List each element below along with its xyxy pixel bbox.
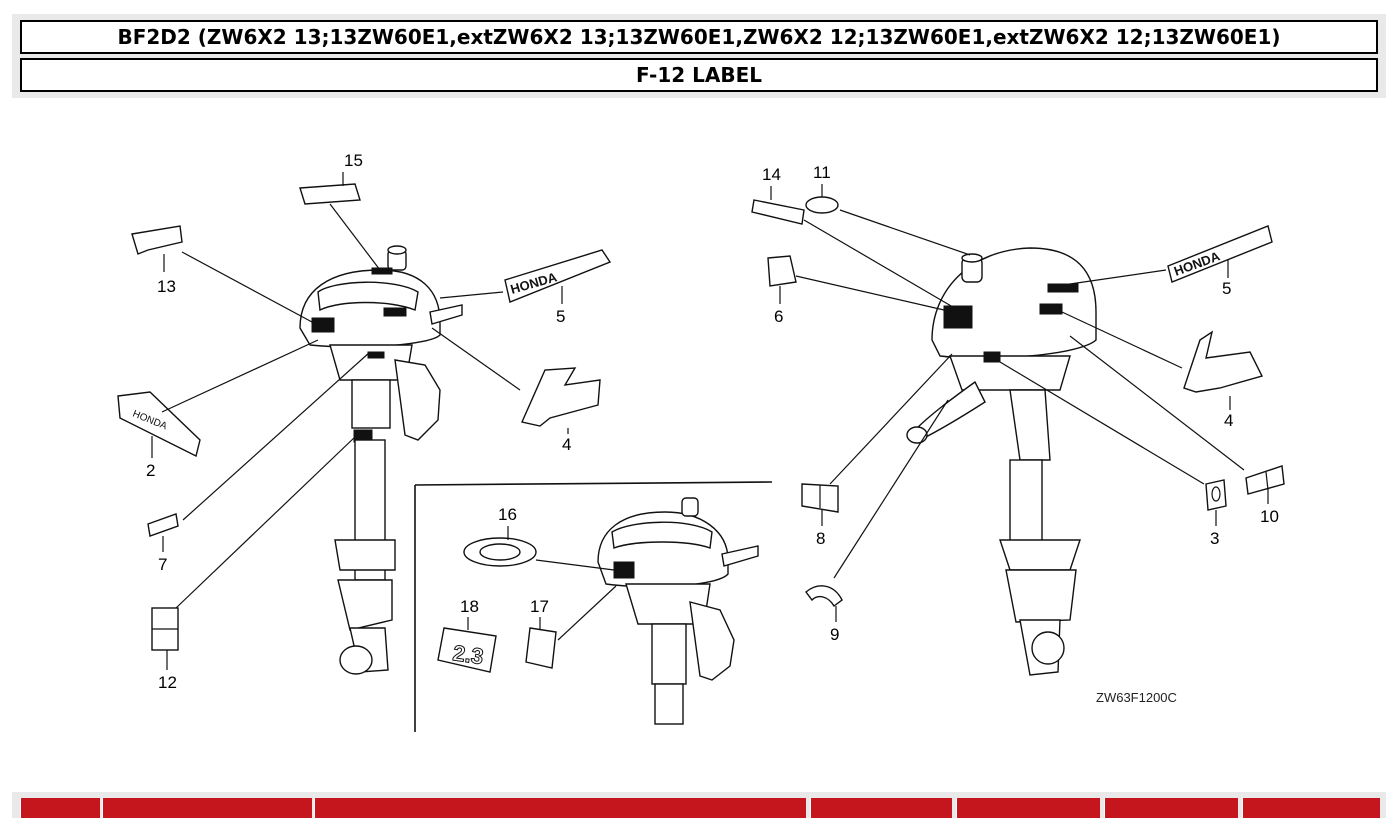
inset-decal-17: 17 xyxy=(525,585,617,669)
left-decal-5-honda: HONDA 5 xyxy=(439,249,612,326)
model-decal-text: 2.3 xyxy=(451,640,485,669)
column-header-1 xyxy=(20,798,100,818)
column-header-6 xyxy=(1104,798,1238,818)
honda-decal-text-right: HONDA xyxy=(1172,248,1222,279)
section-title: F-12 LABEL xyxy=(20,58,1378,92)
callout-6: 6 xyxy=(774,307,783,326)
right-decal-11: 11 xyxy=(805,163,971,256)
callout-11: 11 xyxy=(813,163,831,182)
callout-5-right: 5 xyxy=(1222,279,1231,298)
callout-12: 12 xyxy=(158,673,177,692)
right-outboard-motor: 14 11 6 HONDA 5 4 xyxy=(751,163,1285,705)
callout-14: 14 xyxy=(762,165,781,184)
right-decal-10: 10 xyxy=(1069,335,1285,526)
column-header-4 xyxy=(810,798,952,818)
inset-decal-18: 2.3 18 xyxy=(437,597,497,673)
callout-9: 9 xyxy=(830,625,839,644)
left-decal-13: 13 xyxy=(131,225,313,323)
right-decal-8: 8 xyxy=(801,353,953,548)
callout-8: 8 xyxy=(816,529,825,548)
callout-16: 16 xyxy=(498,505,517,524)
model-title: BF2D2 (ZW6X2 13;13ZW60E1,extZW6X2 13;13Z… xyxy=(20,20,1378,54)
left-decal-4-f: 4 xyxy=(431,327,601,454)
drawing-code: ZW63F1200C xyxy=(1096,690,1177,705)
right-decal-3: 3 xyxy=(999,361,1227,548)
right-decal-14: 14 xyxy=(751,165,959,311)
left-decal-2: HONDA 2 xyxy=(117,339,319,480)
column-header-5 xyxy=(956,798,1100,818)
callout-15: 15 xyxy=(344,151,363,170)
right-decal-5-honda: HONDA 5 xyxy=(1069,225,1273,298)
parts-diagram: 15 13 HONDA 5 4 HONDA 2 xyxy=(117,151,1285,732)
callout-17: 17 xyxy=(530,597,549,616)
left-decal-12: 12 xyxy=(151,435,357,692)
callout-2: 2 xyxy=(146,461,155,480)
right-decal-6: 6 xyxy=(767,255,945,326)
callout-18: 18 xyxy=(460,597,479,616)
callout-3: 3 xyxy=(1210,529,1219,548)
right-decal-9: 9 xyxy=(805,399,949,644)
left-decal-7: 7 xyxy=(147,351,371,574)
left-outboard-motor: 15 13 HONDA 5 4 HONDA 2 xyxy=(117,151,612,692)
left-decal-15: 15 xyxy=(299,151,381,271)
callout-10: 10 xyxy=(1260,507,1279,526)
callout-4-right: 4 xyxy=(1224,411,1233,430)
callout-7: 7 xyxy=(158,555,167,574)
right-decal-4-f: 4 xyxy=(1061,311,1264,430)
inset-panel: 16 2.3 18 17 xyxy=(414,481,773,732)
parts-table-header xyxy=(12,792,1386,818)
column-header-7 xyxy=(1242,798,1380,818)
callout-13: 13 xyxy=(157,277,176,296)
callout-4: 4 xyxy=(562,435,571,454)
header-panel: BF2D2 (ZW6X2 13;13ZW60E1,extZW6X2 13;13Z… xyxy=(12,14,1386,98)
inset-decal-16: 16 xyxy=(463,505,615,571)
callout-5: 5 xyxy=(556,307,565,326)
column-header-3 xyxy=(314,798,806,818)
column-header-2 xyxy=(102,798,312,818)
